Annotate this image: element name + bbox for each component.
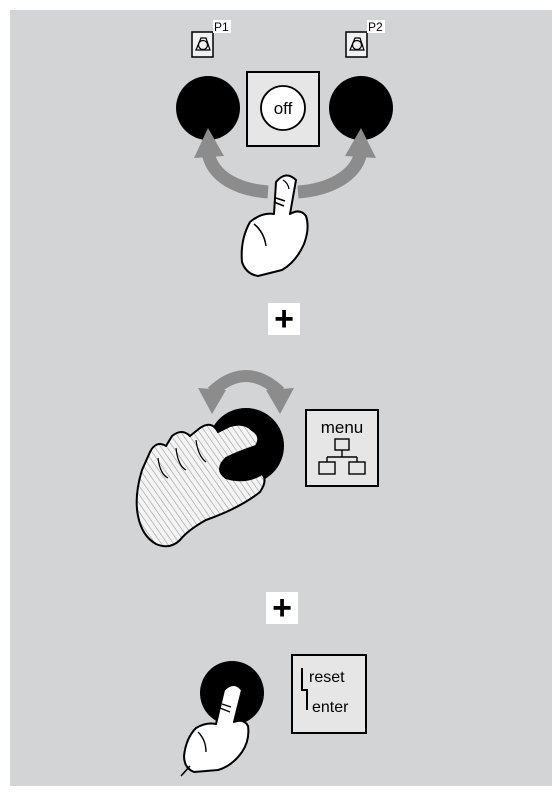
pump-p1-icon-circle — [199, 41, 208, 50]
plus-sign-2: + — [266, 589, 298, 627]
reset-enter-button[interactable]: reset enter — [292, 655, 366, 733]
reset-label: reset — [309, 669, 345, 686]
off-button[interactable]: off — [247, 72, 319, 146]
pump-p2-icon-circle — [353, 41, 362, 50]
svg-text:+: + — [274, 300, 294, 338]
step1-group: P1 P2 off — [176, 20, 393, 276]
pump-p1-badge: P1 — [214, 20, 229, 34]
off-button-label: off — [274, 99, 293, 118]
pump-p1-indicator: P1 — [192, 20, 231, 57]
step3-group: reset enter — [181, 655, 366, 776]
pump-p2-indicator: P2 — [346, 20, 385, 57]
menu-button-label: menu — [321, 418, 364, 437]
plus-sign-1: + — [268, 300, 300, 338]
enter-label: enter — [312, 699, 349, 716]
svg-text:+: + — [272, 589, 292, 627]
pump-p2-badge: P2 — [368, 20, 383, 34]
step2-group: menu — [137, 376, 378, 546]
gloved-hand-icon — [137, 425, 265, 547]
menu-button[interactable]: menu — [306, 410, 378, 486]
